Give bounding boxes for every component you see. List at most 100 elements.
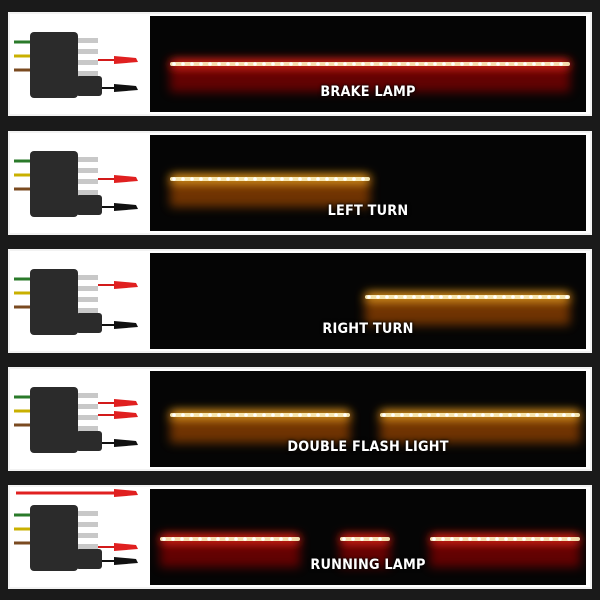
led-point	[253, 177, 257, 181]
led-point	[397, 62, 401, 66]
led-point	[367, 295, 371, 299]
led-point	[412, 295, 416, 299]
double-flash-panel: DOUBLE FLASH LIGHT	[8, 367, 592, 471]
led-point	[379, 62, 383, 66]
led-point	[262, 413, 266, 417]
led-point	[172, 177, 176, 181]
led-point	[234, 537, 238, 541]
led-point	[481, 413, 485, 417]
led-point	[496, 62, 500, 66]
led-bar	[340, 537, 390, 541]
led-point	[508, 413, 512, 417]
connector-tab	[76, 195, 102, 215]
led-point	[342, 537, 346, 541]
led-point	[307, 177, 311, 181]
led-point	[424, 62, 428, 66]
led-point	[369, 537, 373, 541]
led-point	[325, 62, 329, 66]
led-point	[432, 537, 436, 541]
led-point	[445, 413, 449, 417]
led-point	[460, 62, 464, 66]
led-point	[385, 295, 389, 299]
connector-pin	[78, 308, 98, 313]
led-point	[490, 413, 494, 417]
led-point	[199, 413, 203, 417]
led-point	[190, 62, 194, 66]
led-point	[441, 537, 445, 541]
led-point	[486, 537, 490, 541]
led-point	[450, 537, 454, 541]
red-alligator-clip-icon	[114, 56, 138, 64]
led-point	[226, 413, 230, 417]
led-point	[325, 413, 329, 417]
led-point	[544, 413, 548, 417]
led-strip-photo: RIGHT TURN	[150, 253, 586, 349]
led-point	[433, 62, 437, 66]
led-point	[415, 62, 419, 66]
led-point	[252, 537, 256, 541]
led-point	[217, 62, 221, 66]
led-point	[571, 413, 575, 417]
led-strip	[160, 535, 580, 567]
led-bar	[170, 413, 350, 417]
led-bar	[160, 537, 300, 541]
led-point	[517, 413, 521, 417]
led-point	[466, 295, 470, 299]
led-strip-photo: LEFT TURN	[150, 135, 586, 231]
connector-pin	[78, 190, 98, 195]
led-point	[244, 413, 248, 417]
wiring-diagram	[10, 14, 148, 114]
connector-pin	[78, 404, 98, 409]
led-point	[343, 62, 347, 66]
led-point	[531, 537, 535, 541]
led-point	[217, 177, 221, 181]
led-point	[270, 537, 274, 541]
led-point	[262, 62, 266, 66]
led-point	[235, 413, 239, 417]
led-point	[325, 177, 329, 181]
black-alligator-clip-icon	[114, 557, 138, 565]
led-point	[351, 537, 355, 541]
led-point	[469, 62, 473, 66]
led-point	[538, 295, 542, 299]
red-alligator-clip-icon	[114, 175, 138, 183]
led-point	[352, 177, 356, 181]
connector-pin	[78, 522, 98, 527]
led-point	[540, 537, 544, 541]
wiring-diagram	[10, 251, 148, 351]
trailer-connector-icon	[14, 387, 138, 453]
led-point	[475, 295, 479, 299]
led-point	[400, 413, 404, 417]
running-lamp-panel: RUNNING LAMP	[8, 485, 592, 589]
connector-pin	[78, 38, 98, 43]
led-point	[279, 537, 283, 541]
panel-caption: RIGHT TURN	[322, 321, 414, 337]
led-point	[208, 413, 212, 417]
led-point	[421, 295, 425, 299]
led-point	[436, 413, 440, 417]
led-point	[271, 177, 275, 181]
led-bar	[170, 62, 570, 66]
led-point	[504, 537, 508, 541]
connector-body	[30, 505, 78, 571]
led-point	[505, 62, 509, 66]
led-point	[207, 537, 211, 541]
led-point	[495, 537, 499, 541]
connector-pin	[78, 415, 98, 420]
led-point	[562, 413, 566, 417]
led-point	[361, 177, 365, 181]
led-point	[547, 295, 551, 299]
led-point	[529, 295, 533, 299]
led-point	[253, 413, 257, 417]
led-point	[468, 537, 472, 541]
led-point	[334, 413, 338, 417]
red-alligator-clip-icon	[114, 489, 138, 497]
led-point	[181, 62, 185, 66]
led-point	[463, 413, 467, 417]
led-point	[316, 413, 320, 417]
connector-body	[30, 387, 78, 453]
led-point	[334, 62, 338, 66]
led-point	[526, 413, 530, 417]
led-point	[190, 413, 194, 417]
connector-body	[30, 269, 78, 335]
